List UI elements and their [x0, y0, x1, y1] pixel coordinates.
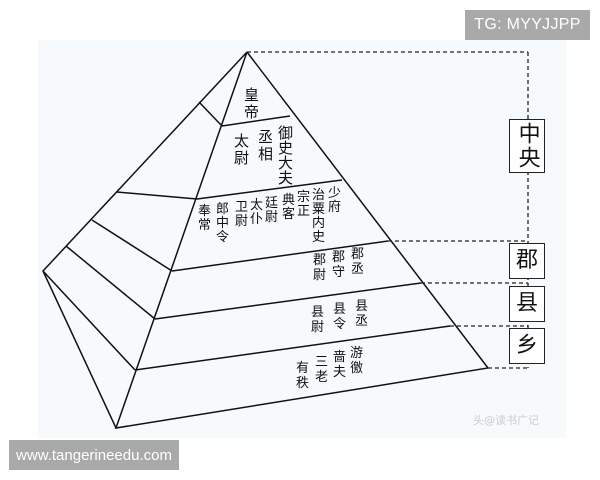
svg-text:尉: 尉 — [234, 149, 249, 167]
svg-text:奉: 奉 — [198, 204, 211, 219]
left-tier-line-1 — [198, 101, 223, 127]
svg-text:郡: 郡 — [332, 250, 345, 265]
svg-text:客: 客 — [282, 206, 295, 222]
svg-text:治: 治 — [312, 188, 325, 203]
svg-text:帝: 帝 — [244, 103, 259, 121]
svg-text:县: 县 — [311, 305, 324, 320]
svg-text:大: 大 — [278, 154, 293, 172]
svg-text:尉: 尉 — [311, 320, 324, 335]
svg-text:有: 有 — [296, 361, 309, 376]
tier-emperor: 皇 帝 — [244, 86, 259, 121]
author-credit: 头@读书广记 — [473, 414, 539, 427]
svg-text:尉: 尉 — [265, 210, 278, 225]
svg-text:郡: 郡 — [351, 247, 364, 262]
svg-text:典: 典 — [282, 193, 295, 208]
watermark-url-badge: www.tangerineedu.com — [9, 440, 179, 470]
svg-text:秩: 秩 — [296, 376, 309, 391]
svg-text:郎: 郎 — [216, 202, 229, 217]
svg-text:太: 太 — [250, 198, 263, 213]
tier-county: 县尉 县令 县丞 — [311, 299, 368, 335]
svg-text:丞: 丞 — [355, 314, 368, 329]
svg-text:粟: 粟 — [312, 202, 325, 217]
label-township: 乡 — [509, 328, 545, 364]
svg-text:府: 府 — [328, 200, 341, 215]
label-township-text: 乡 — [515, 333, 538, 359]
svg-text:卫: 卫 — [235, 200, 248, 215]
svg-text:内: 内 — [312, 215, 325, 231]
tier-line-2 — [196, 179, 343, 200]
svg-text:仆: 仆 — [250, 212, 263, 227]
label-commandery: 郡 — [509, 243, 545, 279]
svg-text:常: 常 — [198, 218, 211, 233]
label-central-text: 中央 — [514, 122, 540, 170]
diagram-background — [38, 40, 566, 438]
svg-text:县: 县 — [355, 299, 368, 314]
label-commandery-text: 郡 — [515, 248, 538, 274]
svg-text:守: 守 — [332, 265, 345, 280]
left-tier-line-4 — [65, 245, 156, 320]
svg-text:中: 中 — [216, 216, 229, 231]
svg-text:尉: 尉 — [235, 214, 248, 229]
tier-commandery: 郡尉 郡守 郡丞 — [313, 247, 364, 283]
svg-text:宗: 宗 — [297, 189, 310, 205]
svg-text:县: 县 — [333, 302, 346, 317]
svg-text:正: 正 — [297, 204, 310, 219]
svg-text:游: 游 — [350, 346, 363, 361]
svg-text:徼: 徼 — [350, 361, 363, 376]
svg-text:老: 老 — [315, 370, 328, 385]
svg-text:夫: 夫 — [333, 365, 346, 380]
svg-text:郡: 郡 — [313, 253, 326, 268]
svg-text:御: 御 — [278, 124, 293, 142]
pyramid-front-face — [114, 51, 490, 429]
label-county-text: 县 — [515, 291, 538, 317]
svg-text:皇: 皇 — [244, 86, 259, 104]
left-tier-line-3 — [91, 219, 173, 272]
svg-text:尉: 尉 — [313, 268, 326, 283]
svg-text:丞: 丞 — [351, 262, 364, 277]
svg-text:少: 少 — [328, 186, 341, 201]
svg-text:夫: 夫 — [278, 169, 293, 187]
tier-line-4 — [154, 282, 422, 320]
svg-text:太: 太 — [234, 132, 249, 150]
svg-text:令: 令 — [216, 230, 229, 245]
label-central: 中央 — [509, 119, 545, 173]
svg-text:史: 史 — [312, 230, 325, 245]
svg-text:史: 史 — [278, 139, 293, 157]
watermark-top-badge: TG: MYYJJPP — [465, 10, 590, 40]
left-tier-line-5 — [42, 270, 136, 371]
tier-line-3 — [171, 240, 389, 272]
tier-township: 有秩 三老 啬夫 游徼 — [296, 346, 363, 391]
svg-text:三: 三 — [315, 355, 328, 370]
svg-text:令: 令 — [333, 317, 346, 332]
left-tier-line-2 — [116, 191, 198, 200]
svg-text:啬: 啬 — [333, 350, 346, 365]
tier-line-5 — [134, 325, 451, 371]
svg-text:相: 相 — [258, 145, 273, 163]
tier-line-1 — [221, 115, 291, 127]
label-county: 县 — [509, 286, 545, 322]
svg-text:廷: 廷 — [265, 196, 278, 211]
svg-text:丞: 丞 — [258, 128, 273, 146]
